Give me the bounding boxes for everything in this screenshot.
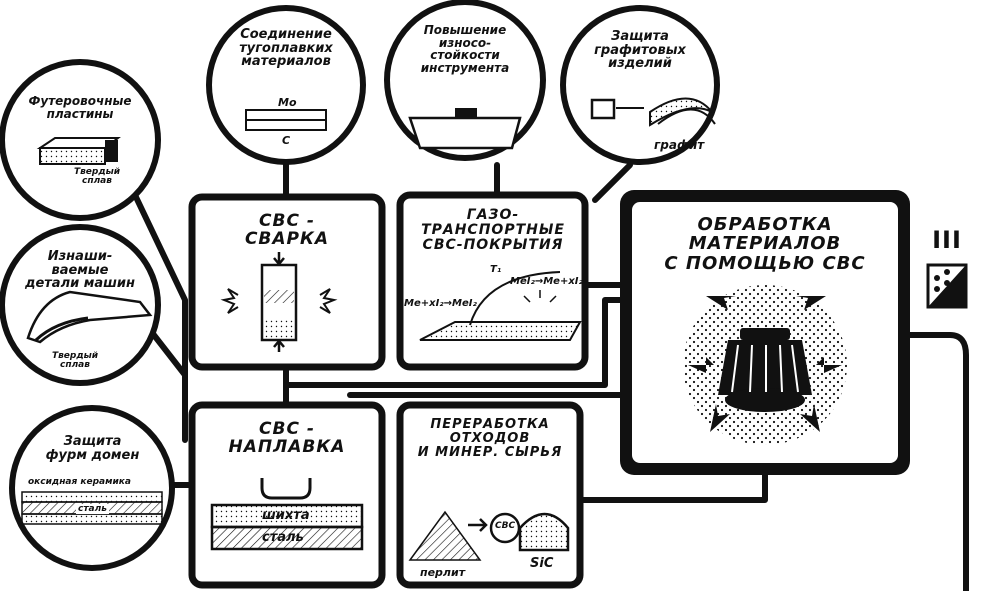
gas-temp-label: T₁: [490, 264, 502, 275]
main-processing-title: ОБРАБОТКА МАТЕРИАЛОВ С ПОМОЩЬЮ СВС: [664, 214, 866, 274]
box-svs-welding: [188, 193, 386, 371]
joining-metal-bottom: C: [282, 134, 291, 147]
box-gas-transport: [396, 191, 589, 371]
perlite-pile-icon: [408, 510, 482, 561]
circle-refractory-joining: [206, 5, 366, 165]
spark-right-icon: [319, 288, 338, 314]
gas-formula-left: Me+xI₂→MeI₂: [404, 298, 477, 309]
pressure-arrows: [688, 296, 842, 432]
substrate-icon: [419, 321, 582, 341]
lining-plates-title: Футеровочные пластины: [28, 94, 132, 121]
graphite-protection-title: Защита графитовых изделий: [594, 29, 686, 72]
circle-tuyere-protection: [9, 405, 175, 571]
cladding-layer-bottom: сталь: [262, 530, 304, 545]
circle-wear-parts: [0, 224, 161, 386]
gas-transport-title: ГАЗО- ТРАНСПОРТНЫЕ СВС-ПОКРЫТИЯ: [421, 207, 565, 254]
circle-tool-wear: [384, 0, 546, 161]
joining-metal-top: Mo: [278, 96, 297, 109]
svs-reactor-label: СВС: [495, 521, 516, 531]
sic-label: SiC: [530, 556, 554, 571]
perlite-label: перлит: [420, 566, 466, 579]
section-marker: [926, 263, 968, 309]
wear-material-label: Твердый сплав: [51, 351, 99, 371]
graphite-label: графит: [654, 138, 705, 152]
gas-formula-right: MeI₂→Me+xI₂: [510, 276, 583, 287]
section-mark: III: [932, 226, 962, 254]
reactor-icon: [518, 512, 570, 552]
box-waste-processing: [396, 401, 584, 589]
circle-lining-plates: [0, 59, 161, 221]
plough-share-icon: [26, 290, 153, 344]
wear-parts-title: Изнаши- ваемые детали машин: [24, 249, 136, 292]
box-main-processing: [620, 190, 910, 475]
spray-gun-icon: [590, 98, 616, 120]
box-svs-cladding: [188, 401, 386, 589]
svs-welding-title: СВС - СВАРКА: [244, 211, 330, 250]
circle-graphite-protection: [560, 5, 720, 165]
svs-cladding-title: СВС - НАПЛАВКА: [228, 419, 346, 458]
cladding-layer-top: шихта: [262, 508, 310, 523]
cladding-tool-icon: [260, 478, 312, 500]
tuyere-base-label: сталь: [76, 504, 109, 514]
gear-part-icon: [718, 328, 812, 412]
waste-processing-title: ПЕРЕРАБОТКА ОТХОДОВ И МИНЕР. СЫРЬЯ: [417, 417, 563, 461]
tuyere-coating-label: оксидная керамика: [28, 477, 131, 487]
spark-left-icon: [220, 288, 239, 314]
refractory-joining-title: Соединение тугоплавких материалов: [239, 27, 333, 70]
tool-wear-title: Повышение износо- стойкости инструмента: [420, 23, 510, 75]
tuyere-protection-title: Защита фурм домен: [45, 434, 140, 463]
lining-material-label: Твердый сплав: [73, 167, 121, 187]
tool-icon: [408, 116, 522, 150]
